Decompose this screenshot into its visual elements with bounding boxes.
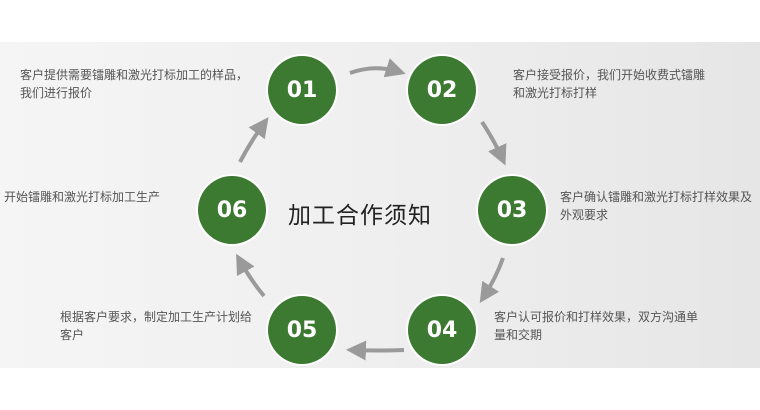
- step-circle-05: 05: [268, 296, 336, 364]
- step-text-04: 客户认可报价和打样效果，双方沟通单量和交期: [494, 310, 699, 342]
- arrow-06-01: [238, 117, 269, 163]
- step-circle-03: 03: [478, 176, 546, 244]
- background-band: [0, 42, 760, 368]
- step-text-02: 客户接受报价，我们开始收费式镭雕和激光打标打样: [513, 68, 706, 100]
- arrow-02-03: [480, 120, 507, 166]
- arrow-03-04: [479, 257, 505, 304]
- step-text-05: 根据客户要求，制定加工生产计划给客户: [60, 310, 253, 342]
- diagram-title: 加工合作须知: [288, 203, 432, 229]
- step-text-01: 客户提供需要镭雕和激光打标加工的样品，我们进行报价: [20, 68, 249, 100]
- step-text-06: 开始镭雕和激光打标加工生产: [4, 190, 161, 204]
- arrow-05-06: [236, 253, 266, 298]
- arrow-01-02: [349, 58, 406, 78]
- step-circle-04: 04: [408, 296, 476, 364]
- step-circle-02: 02: [408, 56, 476, 124]
- arrow-04-05: [346, 340, 405, 361]
- step-circle-06: 06: [198, 176, 266, 244]
- step-circle-01: 01: [268, 56, 336, 124]
- step-text-03: 客户确认镭雕和激光打标打样效果及外观要求: [560, 190, 753, 222]
